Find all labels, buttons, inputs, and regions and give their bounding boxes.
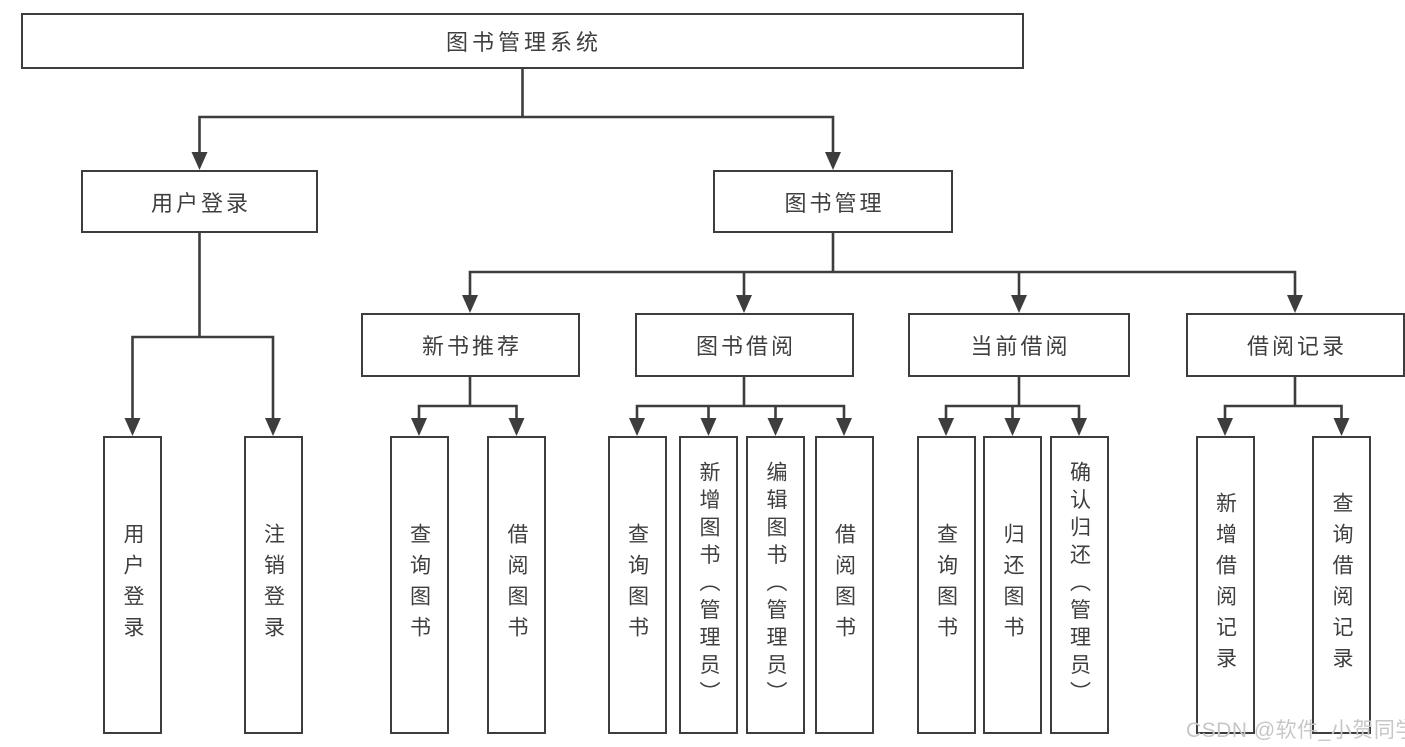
- leaf-confirm-return-admin: 确认归还（管理员）: [1049, 436, 1109, 734]
- node-label: 归还图书: [1001, 523, 1024, 647]
- node-label: 查询图书: [625, 523, 649, 647]
- node-label: 借阅图书: [832, 523, 856, 647]
- leaf-add-book-admin: 新增图书（管理员）: [679, 436, 738, 734]
- node-user-login: 用户登录: [81, 170, 318, 233]
- node-label: 用户登录: [121, 523, 144, 647]
- leaf-query-books-recommend: 查询图书: [389, 436, 449, 734]
- node-label: 当前借阅: [970, 334, 1071, 359]
- leaf-query-books-borrow: 查询图书: [607, 436, 667, 734]
- leaf-borrow-books: 借阅图书: [814, 436, 874, 734]
- leaf-logout: 注销登录: [243, 436, 303, 734]
- node-label: 查询图书: [407, 523, 431, 647]
- node-label: 查询图书: [934, 523, 958, 647]
- node-label: 编辑图书（管理员）: [764, 461, 787, 709]
- node-current-borrow: 当前借阅: [908, 313, 1130, 377]
- leaf-query-books-current: 查询图书: [916, 436, 976, 734]
- node-label: 借阅记录: [1246, 334, 1347, 359]
- node-label: 用户登录: [150, 190, 251, 216]
- node-label: 新增图书（管理员）: [697, 461, 720, 709]
- leaf-return-books: 归还图书: [983, 436, 1042, 734]
- leaf-add-borrow-record: 新增借阅记录: [1195, 436, 1255, 734]
- node-label: 查询借阅记录: [1330, 492, 1353, 678]
- node-label: 确认归还（管理员）: [1067, 461, 1091, 709]
- leaf-borrow-books-recommend: 借阅图书: [487, 436, 546, 734]
- node-label: 新书推荐: [421, 334, 522, 359]
- node-new-book-recommend: 新书推荐: [361, 313, 580, 377]
- leaf-query-borrow-record: 查询借阅记录: [1312, 436, 1371, 734]
- node-label: 注销登录: [261, 523, 285, 647]
- node-library-management-system: 图书管理系统: [21, 13, 1024, 69]
- node-book-management: 图书管理: [713, 170, 953, 233]
- node-label: 新增借阅记录: [1213, 492, 1237, 678]
- leaf-edit-book-admin: 编辑图书（管理员）: [746, 436, 805, 734]
- node-label: 图书管理系统: [445, 30, 602, 55]
- leaf-user-login: 用户登录: [103, 436, 162, 734]
- node-book-borrow: 图书借阅: [635, 313, 854, 377]
- watermark: CSDN @软件_小贺同学: [1186, 719, 1405, 742]
- node-label: 图书管理: [784, 190, 885, 216]
- node-label: 借阅图书: [505, 523, 528, 647]
- node-borrow-records: 借阅记录: [1186, 313, 1405, 377]
- node-label: 图书借阅: [695, 334, 796, 359]
